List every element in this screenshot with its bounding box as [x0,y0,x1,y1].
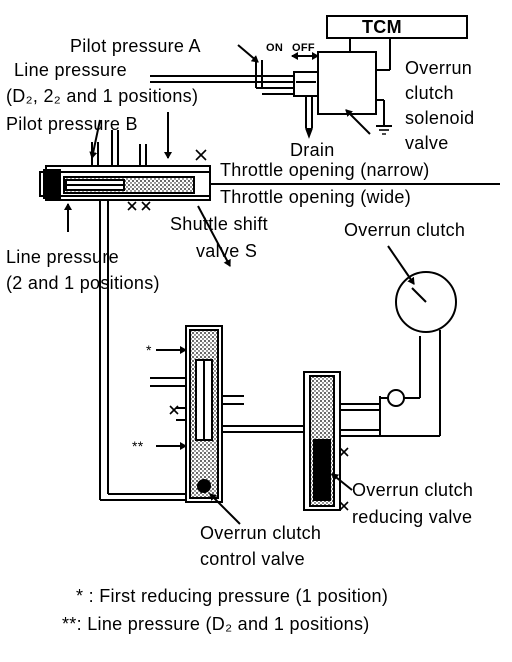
legend-first-reducing: * : First reducing pressure (1 position) [76,586,389,606]
pilot-pressure-a-label: Pilot pressure A [70,36,201,56]
on-label: ON [266,42,284,54]
reducing-valve-label: reducing valve [352,507,473,527]
drain-label: Drain [290,140,335,160]
valve-label: valve [405,133,449,153]
solenoid-label: solenoid [405,108,475,128]
overrun-label: Overrun [405,58,473,78]
line-pressure-label: Line pressure [14,60,127,80]
overrun-clutch-reducing-label: Overrun clutch [352,480,474,500]
line-pressure-positions-label: (D₂, 2₂ and 1 positions) [6,86,199,106]
tcm-box [326,15,468,39]
line-pressure-2-label: Line pressure [6,247,119,267]
pilot-pressure-b-label: Pilot pressure B [6,114,138,134]
shuttle-shift-label: Shuttle shift [170,214,268,234]
control-valve-label: control valve [200,549,305,569]
solenoid-body [317,51,377,115]
asterisk-marker: * [146,342,152,358]
throttle-wide-label: Throttle opening (wide) [220,187,411,207]
double-asterisk-marker: ** [132,438,144,454]
throttle-narrow-label: Throttle opening (narrow) [220,160,430,180]
legend-line-pressure: **: Line pressure (D₂ and 1 positions) [62,614,370,634]
off-label: OFF [292,42,315,54]
two-and-one-positions-label: (2 and 1 positions) [6,273,160,293]
overrun-clutch-control-label: Overrun clutch [200,523,322,543]
overrun-clutch-label: Overrun clutch [344,220,466,240]
clutch-label: clutch [405,83,454,103]
tcm-label: TCM [362,17,402,37]
valve-s-label: valve S [196,241,258,261]
